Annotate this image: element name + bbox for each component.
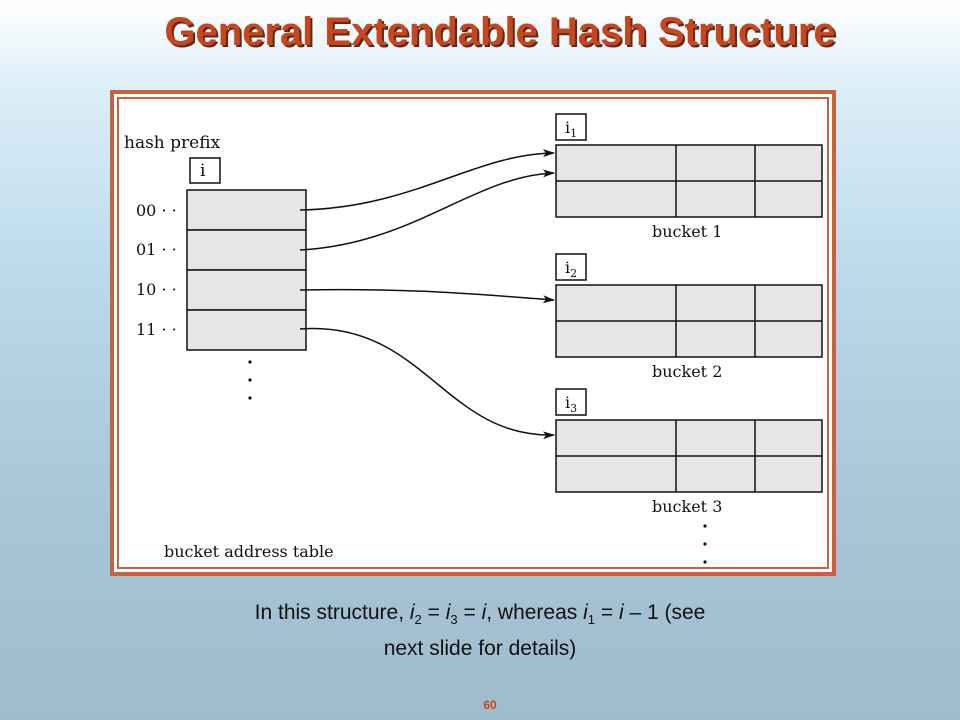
caption-var: i <box>618 601 624 624</box>
bucket-2-depth-box <box>555 253 587 281</box>
bucket-address-table-label: bucket address table <box>164 542 334 561</box>
caption-var: i <box>409 601 415 624</box>
bucket-1-label: bucket 1 <box>652 222 722 241</box>
caption-sub: 3 <box>450 612 458 628</box>
bucket-2-label: bucket 2 <box>652 362 722 381</box>
caption-var: i <box>481 601 487 624</box>
bucket-2-depth-label: i2 <box>565 258 577 280</box>
slide-title: General Extendable Hash Structure <box>164 10 836 54</box>
table-entry-label: 01 · · <box>136 240 177 259</box>
caption-text: , whereas <box>486 601 584 624</box>
pointer-11-to-bucket-3 <box>299 327 555 440</box>
table-entry-label: 00 · · <box>136 201 177 220</box>
caption-text: = <box>457 601 482 624</box>
bucket-3-label: bucket 3 <box>652 497 722 516</box>
pointer-01-to-bucket-1 <box>299 169 555 251</box>
global-depth-label: i <box>200 161 206 181</box>
table-continuation-dots <box>248 360 252 400</box>
pointer-10-to-bucket-2 <box>299 288 555 304</box>
pointer-arrows <box>299 149 555 440</box>
caption-text: – 1 (see <box>623 601 706 624</box>
caption-sub: 2 <box>414 612 422 628</box>
slide-caption: In this structure, i2 = i3 = i, whereas … <box>100 598 860 663</box>
table-cell <box>186 229 307 271</box>
caption-var: i <box>583 601 588 624</box>
caption-text: In this structure, <box>254 601 410 624</box>
table-cell <box>186 269 307 311</box>
table-entry-label: 10 · · <box>136 280 177 299</box>
caption-var: i <box>445 601 451 624</box>
bucket-1 <box>555 144 823 218</box>
extendable-hash-diagram: hash prefix i 00 · · 01 · · 10 · · 11 · … <box>124 113 823 564</box>
page-number: 60 <box>483 698 497 712</box>
pointer-00-to-bucket-1 <box>299 149 555 211</box>
caption-line-2: next slide for details) <box>383 637 577 661</box>
bucket-1-depth-box <box>555 113 587 141</box>
table-entry-label: 11 · · <box>136 320 177 339</box>
bucket-3-depth-label: i3 <box>565 393 577 415</box>
hash-prefix-label: hash prefix <box>124 133 221 153</box>
bucket-2 <box>555 284 823 358</box>
caption-text: = <box>421 601 446 624</box>
bucket-continuation-dots <box>703 524 707 564</box>
bucket-address-table <box>186 189 307 351</box>
global-depth-box <box>189 157 221 184</box>
bucket-3 <box>555 419 823 493</box>
caption-sub: 1 <box>587 612 596 628</box>
table-cell <box>186 309 307 351</box>
caption-text: = <box>595 601 619 624</box>
bucket-1-depth-label: i1 <box>565 118 577 140</box>
diagram-figure: hash prefix i 00 · · 01 · · 10 · · 11 · … <box>110 90 836 576</box>
table-cell <box>186 189 307 231</box>
bucket-3-depth-box <box>555 388 587 416</box>
